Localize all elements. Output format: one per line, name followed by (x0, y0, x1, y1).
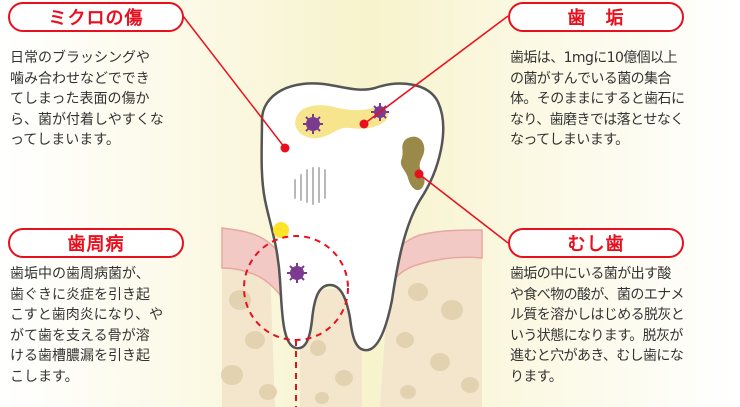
inflammation-dot (273, 222, 289, 238)
callout-line-plaque (363, 15, 509, 125)
tooth-shine (294, 167, 326, 205)
callout-dot-micro-scratch (280, 143, 290, 153)
label-plaque: 歯 垢 (508, 2, 684, 32)
callout-dot-plaque (359, 119, 369, 129)
callout-line-micro-scratch (182, 15, 286, 149)
label-periodontal: 歯周病 (8, 228, 184, 258)
label-cavity: むし歯 (508, 228, 684, 258)
desc-micro-scratch: 日常のブラッシングや 噛み合わせなどででき てしまった表面の傷か ら、菌が付着し… (10, 50, 164, 148)
jaw-bone (380, 253, 482, 407)
tooth (260, 82, 445, 352)
callout-line-cavity (418, 173, 509, 244)
bone-texture (221, 283, 479, 404)
desc-cavity: 歯垢の中にいる菌が出す酸 や食べ物の酸が、菌のエナメ ル質を溶かしはじめる脱灰と… (510, 266, 685, 385)
callout-dot-cavity (414, 169, 424, 179)
desc-periodontal: 歯垢中の歯周病菌が、 歯ぐきに炎症を引き起 こすと歯肉炎になり、や がて歯を支え… (10, 266, 164, 385)
desc-plaque: 歯垢は、1mgに10億個以上 の菌がすんでいる菌の集合 体。そのままにすると歯石… (510, 50, 685, 148)
label-micro-scratch: ミクロの傷 (8, 2, 184, 32)
